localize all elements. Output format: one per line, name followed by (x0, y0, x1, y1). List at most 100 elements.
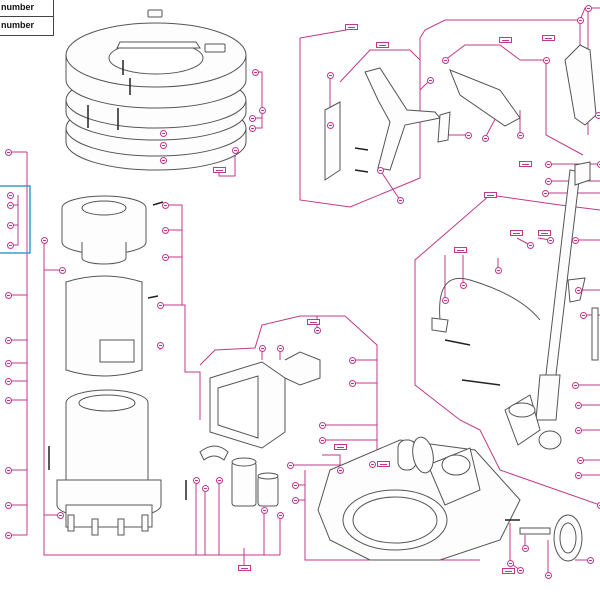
callout-marker (545, 572, 552, 579)
callout-marker (482, 135, 489, 142)
callout-marker (292, 482, 299, 489)
callout-marker (572, 237, 579, 244)
switch-box (210, 352, 320, 448)
callout-marker (259, 345, 266, 352)
callout-marker (7, 242, 14, 249)
callout-marker (577, 17, 584, 24)
callout-marker (5, 467, 12, 474)
callout-marker (7, 222, 14, 229)
callout-marker (397, 197, 404, 204)
callout-marker (580, 312, 587, 319)
callout-marker (287, 462, 294, 469)
assembly-tag (454, 247, 467, 253)
callout-marker (349, 380, 356, 387)
callout-marker (160, 142, 167, 149)
legend-row-1: number (0, 0, 53, 17)
callout-marker (314, 327, 321, 334)
callout-marker (259, 107, 266, 114)
callout-marker (319, 422, 326, 429)
control-panel (450, 45, 596, 126)
callout-marker (572, 382, 579, 389)
callout-marker (575, 402, 582, 409)
callout-marker (41, 237, 48, 244)
assembly-tag (376, 42, 389, 48)
callout-marker (57, 512, 64, 519)
callout-marker (5, 360, 12, 367)
callout-marker (547, 237, 554, 244)
callout-marker (157, 302, 164, 309)
callout-marker (545, 178, 552, 185)
callout-marker (427, 77, 434, 84)
callout-marker (527, 242, 534, 249)
assembly-tag (519, 161, 532, 167)
callout-marker (193, 477, 200, 484)
callout-marker (5, 337, 12, 344)
callout-marker (5, 378, 12, 385)
assembly-tag (213, 167, 226, 173)
callout-marker (460, 282, 467, 289)
assembly-tag (542, 35, 555, 41)
assembly-tag (345, 24, 358, 30)
cable-lever (432, 278, 598, 360)
callout-marker (595, 112, 600, 119)
callout-marker (162, 227, 169, 234)
callout-marker (202, 485, 209, 492)
callout-marker (337, 467, 344, 474)
assembly-tag (334, 444, 347, 450)
callout-marker (495, 267, 502, 274)
capacitors (200, 446, 278, 506)
callout-marker (545, 161, 552, 168)
callout-marker (442, 57, 449, 64)
callout-marker (5, 397, 12, 404)
callout-marker (507, 560, 514, 567)
callout-marker (7, 202, 14, 209)
callout-marker (327, 72, 334, 79)
callout-marker (319, 437, 326, 444)
assembly-tag (502, 568, 515, 574)
callout-marker (369, 461, 376, 468)
assembly-tag (499, 37, 512, 43)
callout-marker (349, 357, 356, 364)
callout-marker (522, 545, 529, 552)
callout-marker (5, 292, 12, 299)
callout-marker (232, 147, 239, 154)
callout-marker (442, 297, 449, 304)
assembly-tag (484, 192, 497, 198)
assembly-tag (510, 230, 523, 236)
callout-marker (277, 345, 284, 352)
callout-marker (377, 167, 384, 174)
callout-marker (216, 477, 223, 484)
callout-marker (7, 192, 14, 199)
callout-marker (5, 532, 12, 539)
legend-row-2: number (0, 17, 53, 35)
callout-marker (249, 125, 256, 132)
callout-marker (517, 567, 524, 574)
callout-marker (585, 5, 592, 12)
callout-marker (162, 254, 169, 261)
callout-marker (577, 457, 584, 464)
callout-marker (160, 130, 167, 137)
callout-marker (465, 132, 472, 139)
callout-marker (575, 427, 582, 434)
highlight-bracket (0, 186, 30, 253)
callout-marker (261, 507, 268, 514)
callout-marker (249, 115, 256, 122)
callout-marker (517, 132, 524, 139)
callout-marker (252, 69, 259, 76)
callout-marker (575, 287, 582, 294)
callout-marker (542, 190, 549, 197)
pad-driver-discs (66, 10, 246, 170)
callout-marker (5, 149, 12, 156)
handle-grip (325, 68, 450, 180)
callout-marker (277, 512, 284, 519)
callout-marker (162, 202, 169, 209)
callout-marker (597, 161, 600, 168)
assembly-tag (377, 461, 390, 467)
callout-marker (292, 497, 299, 504)
callout-marker (157, 342, 164, 349)
callout-marker (543, 57, 550, 64)
motor-assembly (57, 196, 161, 535)
callout-marker (575, 472, 582, 479)
